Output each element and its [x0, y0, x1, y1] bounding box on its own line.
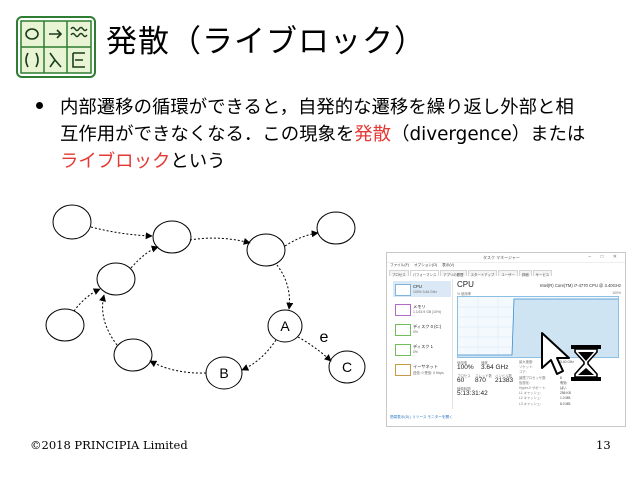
- tm-spec-labels: 最大速度:ソケット:コア:論理プロセッサ数:仮想化:Hyper-V サポート:L…: [519, 360, 547, 406]
- bullet-line-2-a: 互作用ができなくなる．この現象を: [60, 124, 355, 145]
- tm-threads: 870: [475, 377, 486, 384]
- tm-tab-services[interactable]: サービス: [532, 270, 553, 277]
- tm-handles: 21383: [495, 377, 514, 384]
- state-node-4: [316, 211, 356, 245]
- ethernet-sparkline-icon: [395, 364, 411, 376]
- tm-side-disk1[interactable]: ディスク 1 0%: [393, 341, 451, 357]
- tm-tab-performance[interactable]: パフォーマンス: [409, 270, 440, 277]
- edge-a-b: [241, 339, 277, 371]
- node-label-c: C: [342, 359, 352, 375]
- tm-side-disk0[interactable]: ディスク 0 (C:) 0%: [393, 321, 451, 337]
- tm-tab-details[interactable]: 詳細: [518, 270, 532, 277]
- state-node-7: [113, 338, 153, 372]
- hourglass-icon: [571, 345, 601, 381]
- bullet-line-2-b: （divergence）または: [391, 124, 586, 145]
- bullet-line-3: ライブロックという: [60, 148, 620, 175]
- tm-window-buttons[interactable]: – □ ✕: [588, 254, 621, 260]
- edge-3-a: [276, 264, 294, 310]
- edge-7-5: [99, 294, 118, 346]
- tm-speed: 3.64 GHz: [481, 364, 509, 371]
- node-label-a: A: [280, 318, 290, 334]
- page-number: 13: [596, 438, 611, 452]
- transition-diagram: A B C e: [45, 204, 366, 390]
- state-node-6: [45, 308, 85, 342]
- tm-sidebar: CPU 100% 3.64 GHz メモリ 1.1/15.9 GB (10%) …: [390, 279, 453, 409]
- footer-copyright: ©2018 PRINCIPIA Limited: [30, 438, 188, 452]
- mouse-pointer-icon: [541, 332, 570, 375]
- tm-processes: 60: [457, 377, 465, 384]
- tm-side-memory[interactable]: メモリ 1.1/15.9 GB (10%): [393, 301, 451, 317]
- tm-processor-name: Intel(R) Core(TM) i7-4770 CPU @ 3.40GHz: [539, 283, 621, 288]
- tm-tabs: プロセス パフォーマンス アプリの履歴 スタートアップ ユーザー 詳細 サービス: [389, 270, 553, 277]
- task-manager-window: タスク マネージャー – □ ✕ ファイル(F) オプション(O) 表示(V) …: [386, 252, 626, 427]
- tm-side-ethernet[interactable]: イーサネット 送信: 0 受信: 0 Kbps: [393, 361, 451, 377]
- tm-side-cpu[interactable]: CPU 100% 3.64 GHz: [393, 281, 451, 297]
- tm-uptime: 5:13:31:42: [457, 390, 488, 397]
- edge-5-2: [130, 245, 159, 269]
- tm-tab-users[interactable]: ユーザー: [498, 270, 518, 277]
- memory-sparkline-icon: [395, 304, 411, 316]
- state-node-1: [52, 204, 92, 240]
- state-node-5: [96, 262, 136, 296]
- cpu-sparkline-icon: [395, 284, 411, 296]
- bullet-marker: [36, 102, 43, 109]
- tm-titlebar: タスク マネージャー – □ ✕: [387, 253, 625, 263]
- slide-title: 発散（ライブロック）: [106, 24, 426, 60]
- term-hassan: 発散: [354, 124, 392, 145]
- tm-main-panel: CPU Intel(R) Core(TM) i7-4770 CPU @ 3.40…: [457, 280, 621, 410]
- edge-6-5: [73, 288, 101, 312]
- tm-menu-options[interactable]: オプション(O): [413, 263, 438, 267]
- tm-graph-max: 100%: [612, 291, 621, 295]
- edge-3-4: [284, 230, 319, 247]
- bullet-line-3-b: という: [170, 151, 226, 172]
- principia-logo: [16, 16, 96, 78]
- node-label-b: B: [219, 365, 228, 381]
- term-livelock: ライブロック: [60, 151, 171, 172]
- edge-1-2: [90, 226, 153, 240]
- cpu-usage-graph: [457, 296, 619, 358]
- tm-graph-label: % 使用率: [457, 292, 472, 296]
- tm-tab-processes[interactable]: プロセス: [389, 270, 409, 277]
- tm-menu-file[interactable]: ファイル(F): [390, 263, 409, 267]
- state-node-3: [246, 233, 286, 267]
- tm-tab-app-history[interactable]: アプリの履歴: [440, 270, 467, 277]
- state-node-a: [267, 309, 303, 343]
- bullet-line-2: 互作用ができなくなる．この現象を発散（divergence）または: [60, 121, 620, 148]
- tm-main-title: CPU: [457, 280, 474, 289]
- state-node-2: [152, 220, 192, 254]
- edge-2-3: [189, 237, 251, 245]
- tm-window-title: タスク マネージャー: [483, 255, 520, 260]
- tm-tab-startup[interactable]: スタートアップ: [467, 270, 498, 277]
- disk1-sparkline-icon: [395, 344, 411, 356]
- edge-a-c: [297, 336, 332, 362]
- bullet-text: 内部遷移の循環ができると，自発的な遷移を繰り返し外部と相 互作用ができなくなる．…: [60, 94, 620, 175]
- tm-menu-view[interactable]: 表示(V): [442, 263, 455, 267]
- edge-label-e: e: [320, 329, 329, 346]
- tm-utilization: 100%: [457, 364, 474, 371]
- tm-footer-links[interactable]: 簡易表示(D) | リソース モニターを開く: [390, 415, 453, 419]
- disk0-sparkline-icon: [395, 324, 411, 336]
- tm-menubar: ファイル(F) オプション(O) 表示(V): [390, 263, 458, 268]
- bullet-line-1: 内部遷移の循環ができると，自発的な遷移を繰り返し外部と相: [60, 97, 574, 118]
- state-node-c: [328, 350, 366, 384]
- edge-b-7: [149, 360, 207, 374]
